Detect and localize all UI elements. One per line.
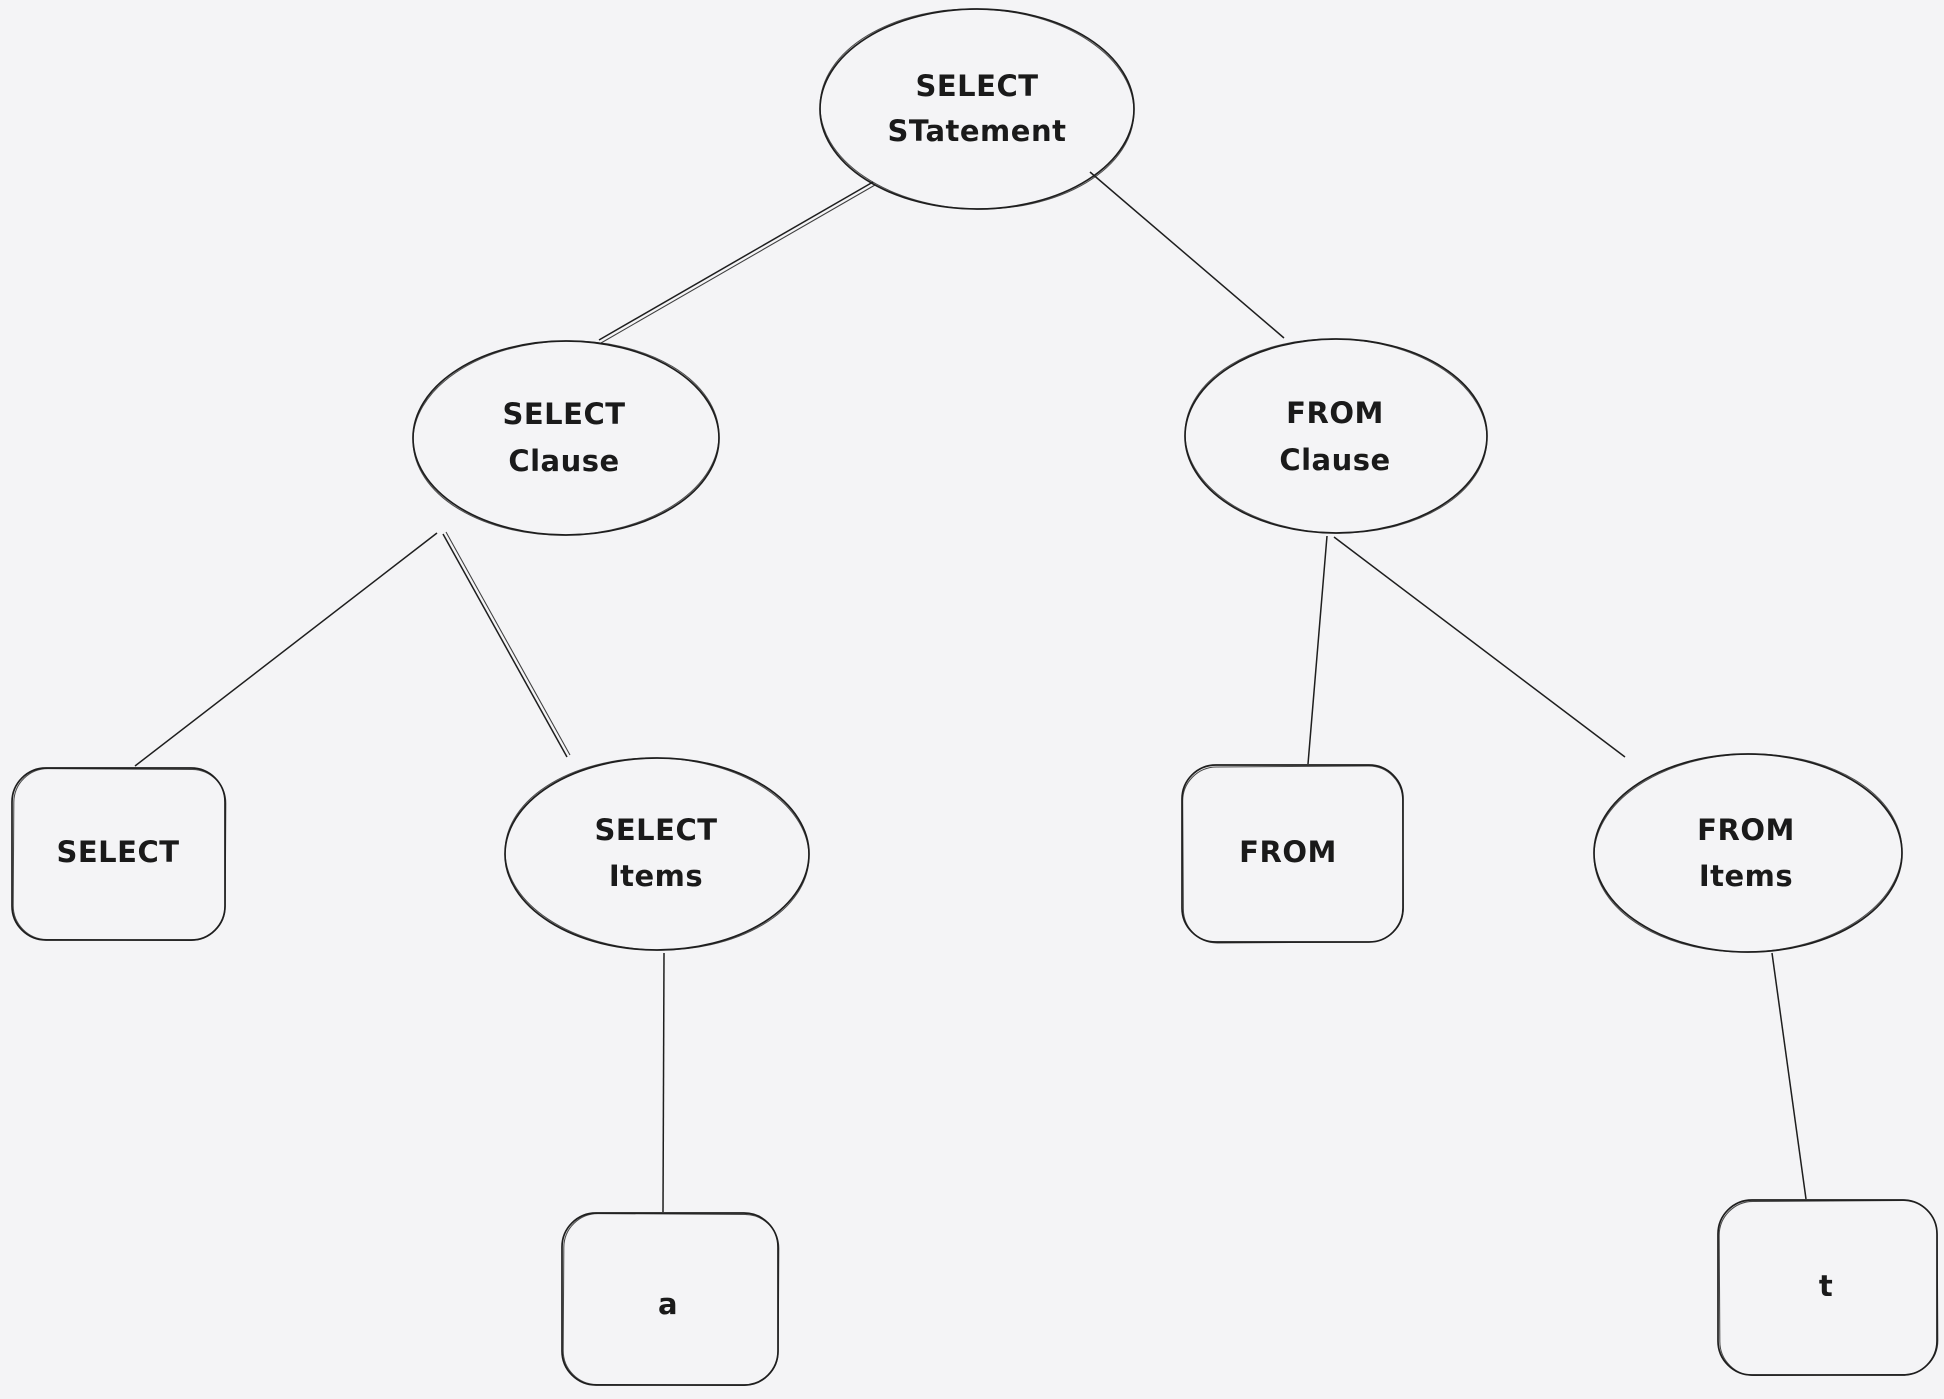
node-item-t: t [1717, 1199, 1939, 1376]
node-label: Clause [508, 444, 619, 478]
node-label: SELECT [915, 69, 1038, 103]
node-label: FROM [1697, 813, 1795, 847]
node-select-keyword: SELECT [11, 767, 227, 941]
node-label: FROM [1286, 396, 1384, 430]
node-label: SELECT [56, 835, 179, 869]
node-label: Items [609, 859, 703, 893]
node-from-clause: FROM Clause [1184, 338, 1488, 534]
node-select-clause: SELECT Clause [412, 340, 720, 536]
node-label: t [1819, 1269, 1833, 1303]
node-label: SELECT [502, 397, 625, 431]
tree-edges [134, 171, 1807, 1213]
node-select-items: SELECT Items [504, 757, 810, 951]
node-select-statement: SELECT STatement [819, 8, 1135, 210]
edge-select-clause-to-select-items-sketch [445, 531, 571, 756]
node-from-keyword: FROM [1181, 764, 1404, 944]
edge-select-items-to-a [662, 952, 665, 1213]
node-label: Clause [1279, 443, 1390, 477]
edge-statement-to-from-clause [1089, 171, 1285, 339]
node-label: FROM [1239, 835, 1337, 869]
node-label: a [658, 1287, 678, 1321]
edge-statement-to-select-clause [598, 181, 874, 341]
node-from-items: FROM Items [1593, 753, 1903, 953]
edge-statement-to-select-clause-sketch [600, 184, 876, 344]
edge-from-items-to-t [1771, 952, 1807, 1200]
node-label: Items [1699, 859, 1793, 893]
node-label: STatement [888, 114, 1067, 148]
node-label: SELECT [594, 813, 717, 847]
edge-from-clause-to-from-items [1333, 536, 1626, 758]
edge-select-clause-to-select-items [442, 533, 568, 758]
node-item-a: a [561, 1212, 780, 1386]
edge-select-clause-to-select [134, 532, 438, 767]
edge-from-clause-to-from [1307, 535, 1328, 765]
